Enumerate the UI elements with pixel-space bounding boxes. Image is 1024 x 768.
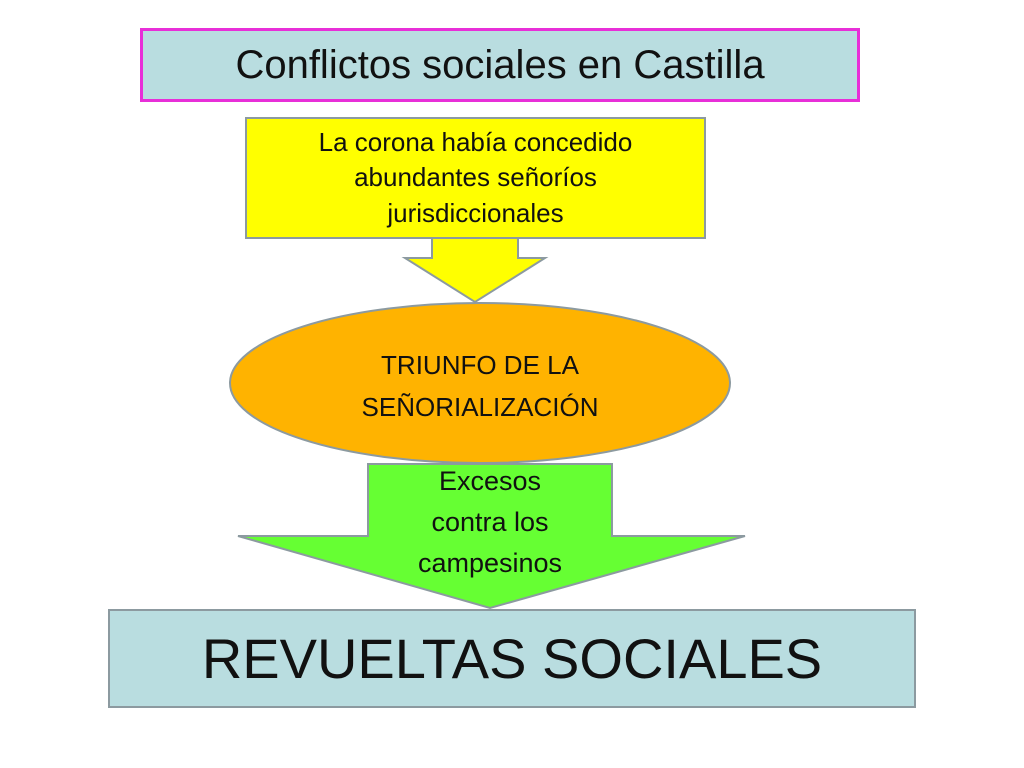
cause-box: La corona había concedido abundantes señ…: [245, 117, 706, 239]
arrow-line-3: campesinos: [418, 548, 562, 578]
center-ellipse: [229, 302, 731, 464]
slide-title-text: Conflictos sociales en Castilla: [235, 42, 765, 87]
center-line-1: TRIUNFO DE LA: [381, 350, 580, 380]
green-down-arrow: [237, 463, 746, 610]
cause-line-3: jurisdiccionales: [387, 197, 564, 228]
center-line-2: SEÑORIALIZACIÓN: [362, 392, 599, 422]
yellow-down-arrow: [401, 237, 549, 304]
cause-line-1: La corona había concedido: [318, 127, 633, 158]
arrow-line-1: Excesos: [439, 466, 541, 496]
result-box: REVUELTAS SOCIALES: [108, 609, 916, 708]
arrow-line-2: contra los: [431, 507, 548, 537]
result-text: REVUELTAS SOCIALES: [201, 627, 823, 690]
cause-text: La corona había concedido abundantes señ…: [319, 125, 633, 230]
slide-title: Conflictos sociales en Castilla: [140, 28, 860, 102]
cause-line-2: abundantes señoríos: [354, 162, 597, 193]
